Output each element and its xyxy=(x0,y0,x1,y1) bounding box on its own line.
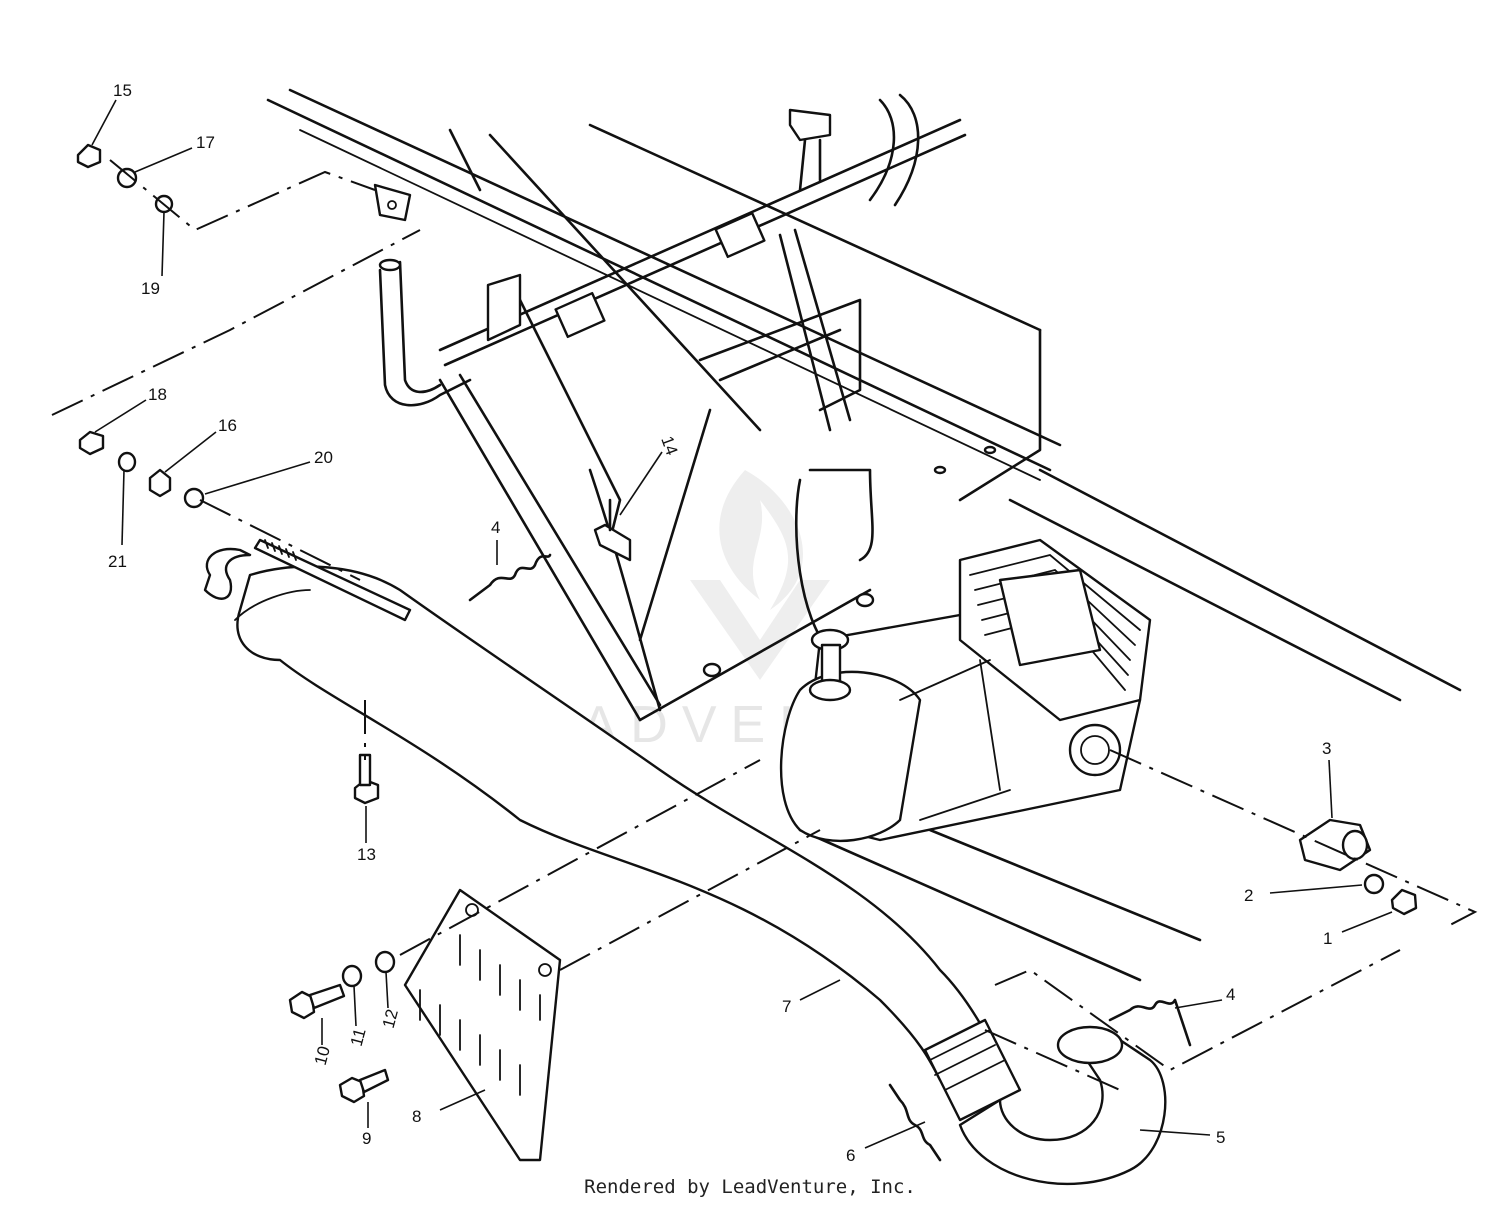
part-11-washer xyxy=(341,964,363,988)
callout-13: 13 xyxy=(357,845,376,864)
fasteners xyxy=(76,143,1418,1104)
leader-lines xyxy=(91,99,1393,1149)
callout-4-upper: 4 xyxy=(491,518,500,537)
exhaust-system xyxy=(203,538,1167,1186)
part-20-nut xyxy=(183,487,205,509)
footer-credit: Rendered by LeadVenture, Inc. xyxy=(584,1176,916,1198)
muffler-rod xyxy=(253,538,412,622)
part-18-nut xyxy=(78,430,105,456)
callout-15: 15 xyxy=(113,81,132,100)
part-2-washer xyxy=(1363,873,1385,895)
callout-1: 1 xyxy=(1323,929,1332,948)
callout-18: 18 xyxy=(148,385,167,404)
callout-5: 5 xyxy=(1216,1128,1225,1147)
frame-assembly xyxy=(266,88,1462,982)
callout-17: 17 xyxy=(196,133,215,152)
part-9-bolt xyxy=(338,1076,366,1104)
part-16-bushing xyxy=(148,468,172,498)
callout-3: 3 xyxy=(1322,739,1331,758)
callout-9: 9 xyxy=(362,1129,371,1148)
exhaust-pipe-coupling xyxy=(923,1018,1022,1122)
part-12-washer xyxy=(374,950,396,974)
spring-4-right xyxy=(1108,998,1192,1047)
part-21-washer xyxy=(117,451,137,473)
part-10-bolt xyxy=(288,990,316,1020)
spring-bracket xyxy=(593,523,632,562)
frame-bushing-right xyxy=(714,211,766,259)
spring-4-upper xyxy=(468,553,552,602)
assembly-centerlines xyxy=(51,159,1478,1091)
callout-8: 8 xyxy=(412,1107,421,1126)
callout-20: 20 xyxy=(314,448,333,467)
engine-assembly xyxy=(779,538,1152,843)
callout-6: 6 xyxy=(846,1146,855,1165)
watermark-v-icon xyxy=(690,580,830,680)
callout-16: 16 xyxy=(218,416,237,435)
callout-2: 2 xyxy=(1244,886,1253,905)
part-17-washer xyxy=(116,167,138,189)
springs xyxy=(468,553,1192,1162)
callout-21: 21 xyxy=(108,552,127,571)
callout-10: 10 xyxy=(311,1044,334,1067)
frame-bushing-left xyxy=(554,291,606,339)
callout-19: 19 xyxy=(141,279,160,298)
engine-exhaust-port xyxy=(1068,723,1122,777)
muffler-heat-shield xyxy=(403,888,562,1162)
watermark-flame-icon xyxy=(719,470,803,610)
callout-labels: 1 2 3 4 4 5 6 7 8 9 10 11 12 13 14 15 16… xyxy=(108,81,1332,1165)
callout-7: 7 xyxy=(782,997,791,1016)
part-15-nut xyxy=(76,143,102,169)
spring-6 xyxy=(888,1083,942,1162)
callout-12: 12 xyxy=(379,1007,402,1030)
callout-4-right: 4 xyxy=(1226,985,1235,1004)
engine-flywheel-cover xyxy=(779,670,922,843)
muffler-tailpipe xyxy=(203,547,252,600)
callout-11: 11 xyxy=(347,1026,370,1048)
part-1-nut xyxy=(1390,888,1418,916)
